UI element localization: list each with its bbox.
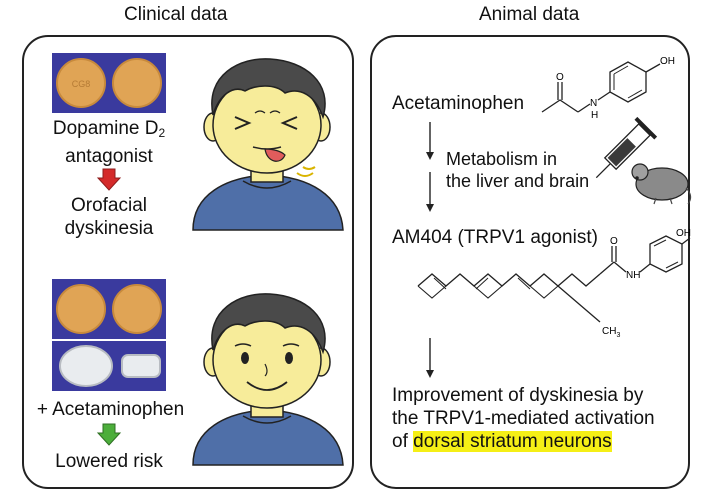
chem-o-2: O <box>610 236 618 247</box>
animal-data-header: Animal data <box>479 4 580 25</box>
tablet-photo-top: CG8 <box>52 53 166 113</box>
syringe-mouse-illustration <box>595 116 692 205</box>
tablet-photo-bottom-orange <box>52 279 166 339</box>
green-down-arrow-icon <box>96 423 122 446</box>
clinical-data-header: Clinical data <box>124 4 228 25</box>
grimacing-face-illustration <box>192 58 344 231</box>
down-arrow-icon <box>426 338 434 378</box>
down-arrow-icon <box>426 122 434 160</box>
effect-label: Orofacial dyskinesia <box>64 195 154 239</box>
animal-panel <box>370 35 690 489</box>
metabolism-label: Metabolism in the liver and brain <box>446 149 590 191</box>
improvement-label: Improvement of dyskinesia by the TRPV1-m… <box>392 385 655 452</box>
chem-nh-2: NH <box>626 270 640 281</box>
tablet-imprint: CG8 <box>72 79 91 89</box>
am404-label: AM404 (TRPV1 agonist) <box>392 227 598 248</box>
combo-label: + Acetaminophen <box>36 399 185 420</box>
red-down-arrow-icon <box>96 168 122 191</box>
am404-structure: CH3 O NH OH <box>417 228 691 339</box>
chem-oh-1: OH <box>660 56 675 67</box>
highlight-dorsal-striatum: dorsal striatum neurons <box>413 431 612 452</box>
chem-o: O <box>556 72 564 83</box>
acetaminophen-structure: O N H OH <box>541 56 675 121</box>
tablet-photo-acetaminophen <box>52 341 166 391</box>
chem-oh-2: OH <box>676 228 691 239</box>
down-arrow-icon <box>426 172 434 212</box>
result-label: Lowered risk <box>55 451 163 472</box>
drug-label: Dopamine D2 antagonist <box>52 118 166 167</box>
acetaminophen-label: Acetaminophen <box>392 93 525 114</box>
chem-h: H <box>591 110 598 121</box>
smiling-face-illustration <box>192 293 344 466</box>
chem-ch3: CH3 <box>602 326 620 339</box>
chem-n: N <box>590 98 597 109</box>
